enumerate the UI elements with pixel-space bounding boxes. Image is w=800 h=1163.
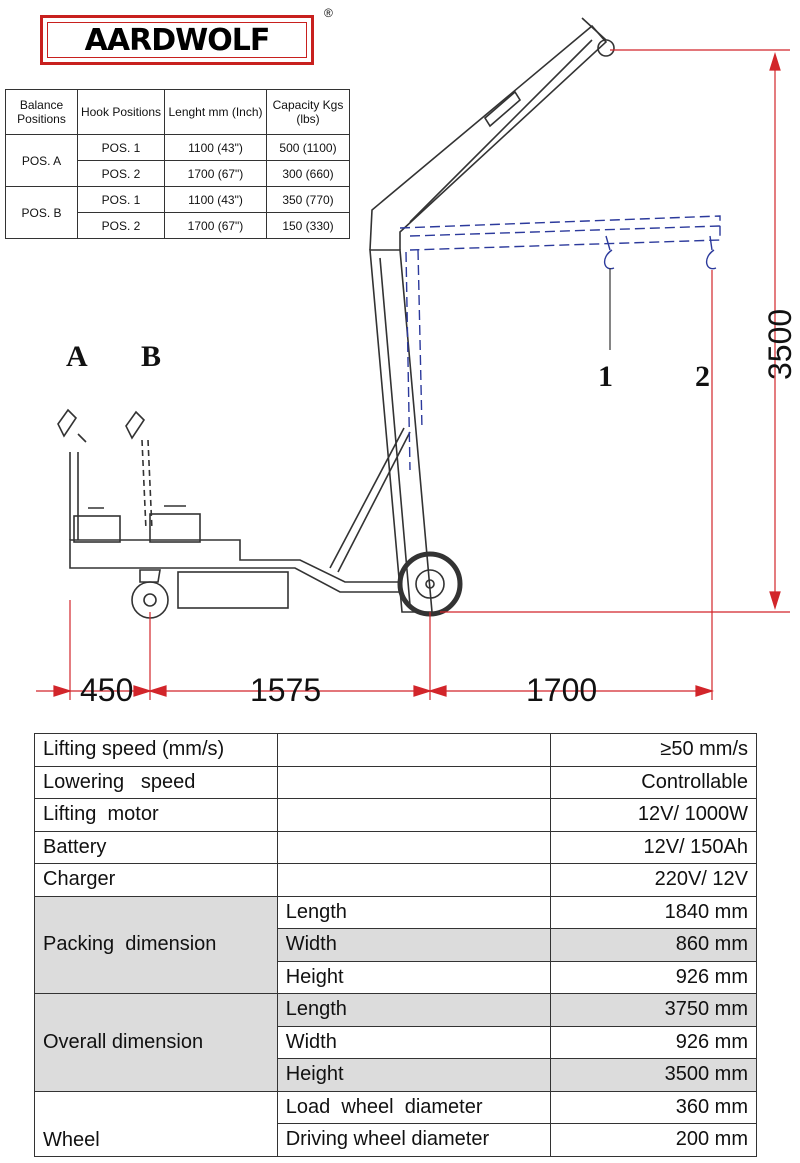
balance-pos-b-label: B — [141, 340, 162, 373]
spec-sub-label: Length — [276, 993, 552, 1027]
spec-row: Lifting speed (mm/s) ≥50 mm/s — [34, 733, 757, 767]
spec-row: Packing dimension Length 1840 mm — [34, 895, 757, 994]
spec-value: ≥50 mm/s — [550, 733, 757, 767]
dim-1700: 1700 — [526, 672, 598, 708]
brand-logo: AARDWOLF — [40, 15, 314, 65]
spec-sub-label: Length — [276, 895, 552, 929]
spec-value: 3500 mm — [550, 1058, 757, 1092]
spec-label: Lifting motor — [34, 798, 278, 832]
spec-row: Height 926 mm — [35, 960, 757, 994]
spec-value: 220V/ 12V — [550, 863, 757, 897]
spec-value: 12V/ 150Ah — [550, 830, 757, 864]
length-cell: 1100 (43") — [164, 186, 267, 213]
spec-value: 1840 mm — [550, 895, 757, 929]
capacity-cell: 300 (660) — [266, 160, 350, 187]
spec-row: Battery 12V/ 150Ah — [34, 830, 757, 864]
spec-sub-label: Height — [276, 960, 552, 994]
counterweight-a — [73, 515, 121, 543]
spec-table: Lifting speed (mm/s) ≥50 mm/s Lowering s… — [34, 733, 757, 1157]
spec-row: Wheel Load wheel diameter 360 mm — [34, 1090, 757, 1157]
spec-value: 12V/ 1000W — [550, 798, 757, 832]
crane-diagram — [36, 17, 790, 700]
spec-row: Overall dimension Length 3750 mm — [34, 993, 757, 1092]
balance-positions-table: Balance Positions Hook Positions Lenght … — [5, 89, 350, 239]
spec-row: Height 3500 mm — [35, 1058, 757, 1092]
spec-label: Lowering speed — [34, 765, 278, 799]
spec-row: Lowering speed Controllable — [34, 765, 757, 799]
spec-value: 926 mm — [550, 1025, 757, 1059]
spec-value: Controllable — [550, 765, 757, 799]
balance-pos-a-label: A — [66, 340, 88, 373]
spec-sub-label: Width — [276, 928, 552, 962]
spec-value: 860 mm — [550, 928, 757, 962]
spec-row: Width 926 mm — [35, 1025, 757, 1059]
boom-extended-outline — [399, 215, 721, 251]
header-length: Lenght mm (Inch) — [164, 89, 267, 135]
spec-label: Lifting speed (mm/s) — [34, 733, 278, 767]
spec-value: 3750 mm — [550, 993, 757, 1027]
hook-pos-1-label: 1 — [598, 360, 613, 393]
balance-cell: POS. B — [5, 186, 78, 239]
dim-1575: 1575 — [250, 672, 322, 708]
header-balance: Balance Positions — [5, 89, 78, 135]
crane-column — [369, 249, 433, 613]
registered-mark: ® — [324, 6, 333, 20]
spec-sub-label: Width — [276, 1025, 552, 1059]
spec-group-label: Overall dimension — [34, 993, 278, 1092]
hook-pos-2-label: 2 — [695, 360, 710, 393]
brand-logo-text: AARDWOLF — [84, 22, 271, 58]
spec-row: Lifting motor 12V/ 1000W — [34, 798, 757, 832]
hook-2-icon — [706, 235, 717, 270]
length-cell: 1100 (43") — [164, 134, 267, 161]
dim-450: 450 — [80, 672, 134, 708]
spec-value: 200 mm — [550, 1123, 757, 1157]
spec-group-label: Packing dimension — [34, 895, 278, 994]
spec-group-label: Wheel — [34, 1090, 278, 1157]
hook-cell: POS. 2 — [77, 212, 165, 239]
capacity-cell: 500 (1100) — [266, 134, 350, 161]
hook-cell: POS. 1 — [77, 134, 165, 161]
battery-box — [177, 571, 289, 609]
header-capacity: Capacity Kgs (lbs) — [266, 89, 350, 135]
spec-value: 360 mm — [550, 1090, 757, 1124]
spec-sub-label: Height — [276, 1058, 552, 1092]
crane-hydraulic-ram — [329, 427, 405, 569]
capacity-cell: 350 (770) — [266, 186, 350, 213]
spec-label: Charger — [34, 863, 278, 897]
capacity-cell: 150 (330) — [266, 212, 350, 239]
spec-sub-label: Driving wheel diameter — [276, 1123, 552, 1157]
hook-1-icon — [604, 235, 615, 270]
length-cell: 1700 (67") — [164, 212, 267, 239]
balance-cell: POS. A — [5, 134, 78, 187]
counterweight-b — [149, 513, 201, 543]
crane-boom — [369, 24, 608, 251]
dim-height: 3500 — [762, 308, 798, 380]
length-cell: 1700 (67") — [164, 160, 267, 187]
spec-label: Battery — [34, 830, 278, 864]
spec-value: 926 mm — [550, 960, 757, 994]
spec-sub-label: Load wheel diameter — [276, 1090, 552, 1124]
spec-row: Charger 220V/ 12V — [34, 863, 757, 897]
spec-row: Driving wheel diameter 200 mm — [35, 1123, 757, 1157]
hook-cell: POS. 1 — [77, 186, 165, 213]
